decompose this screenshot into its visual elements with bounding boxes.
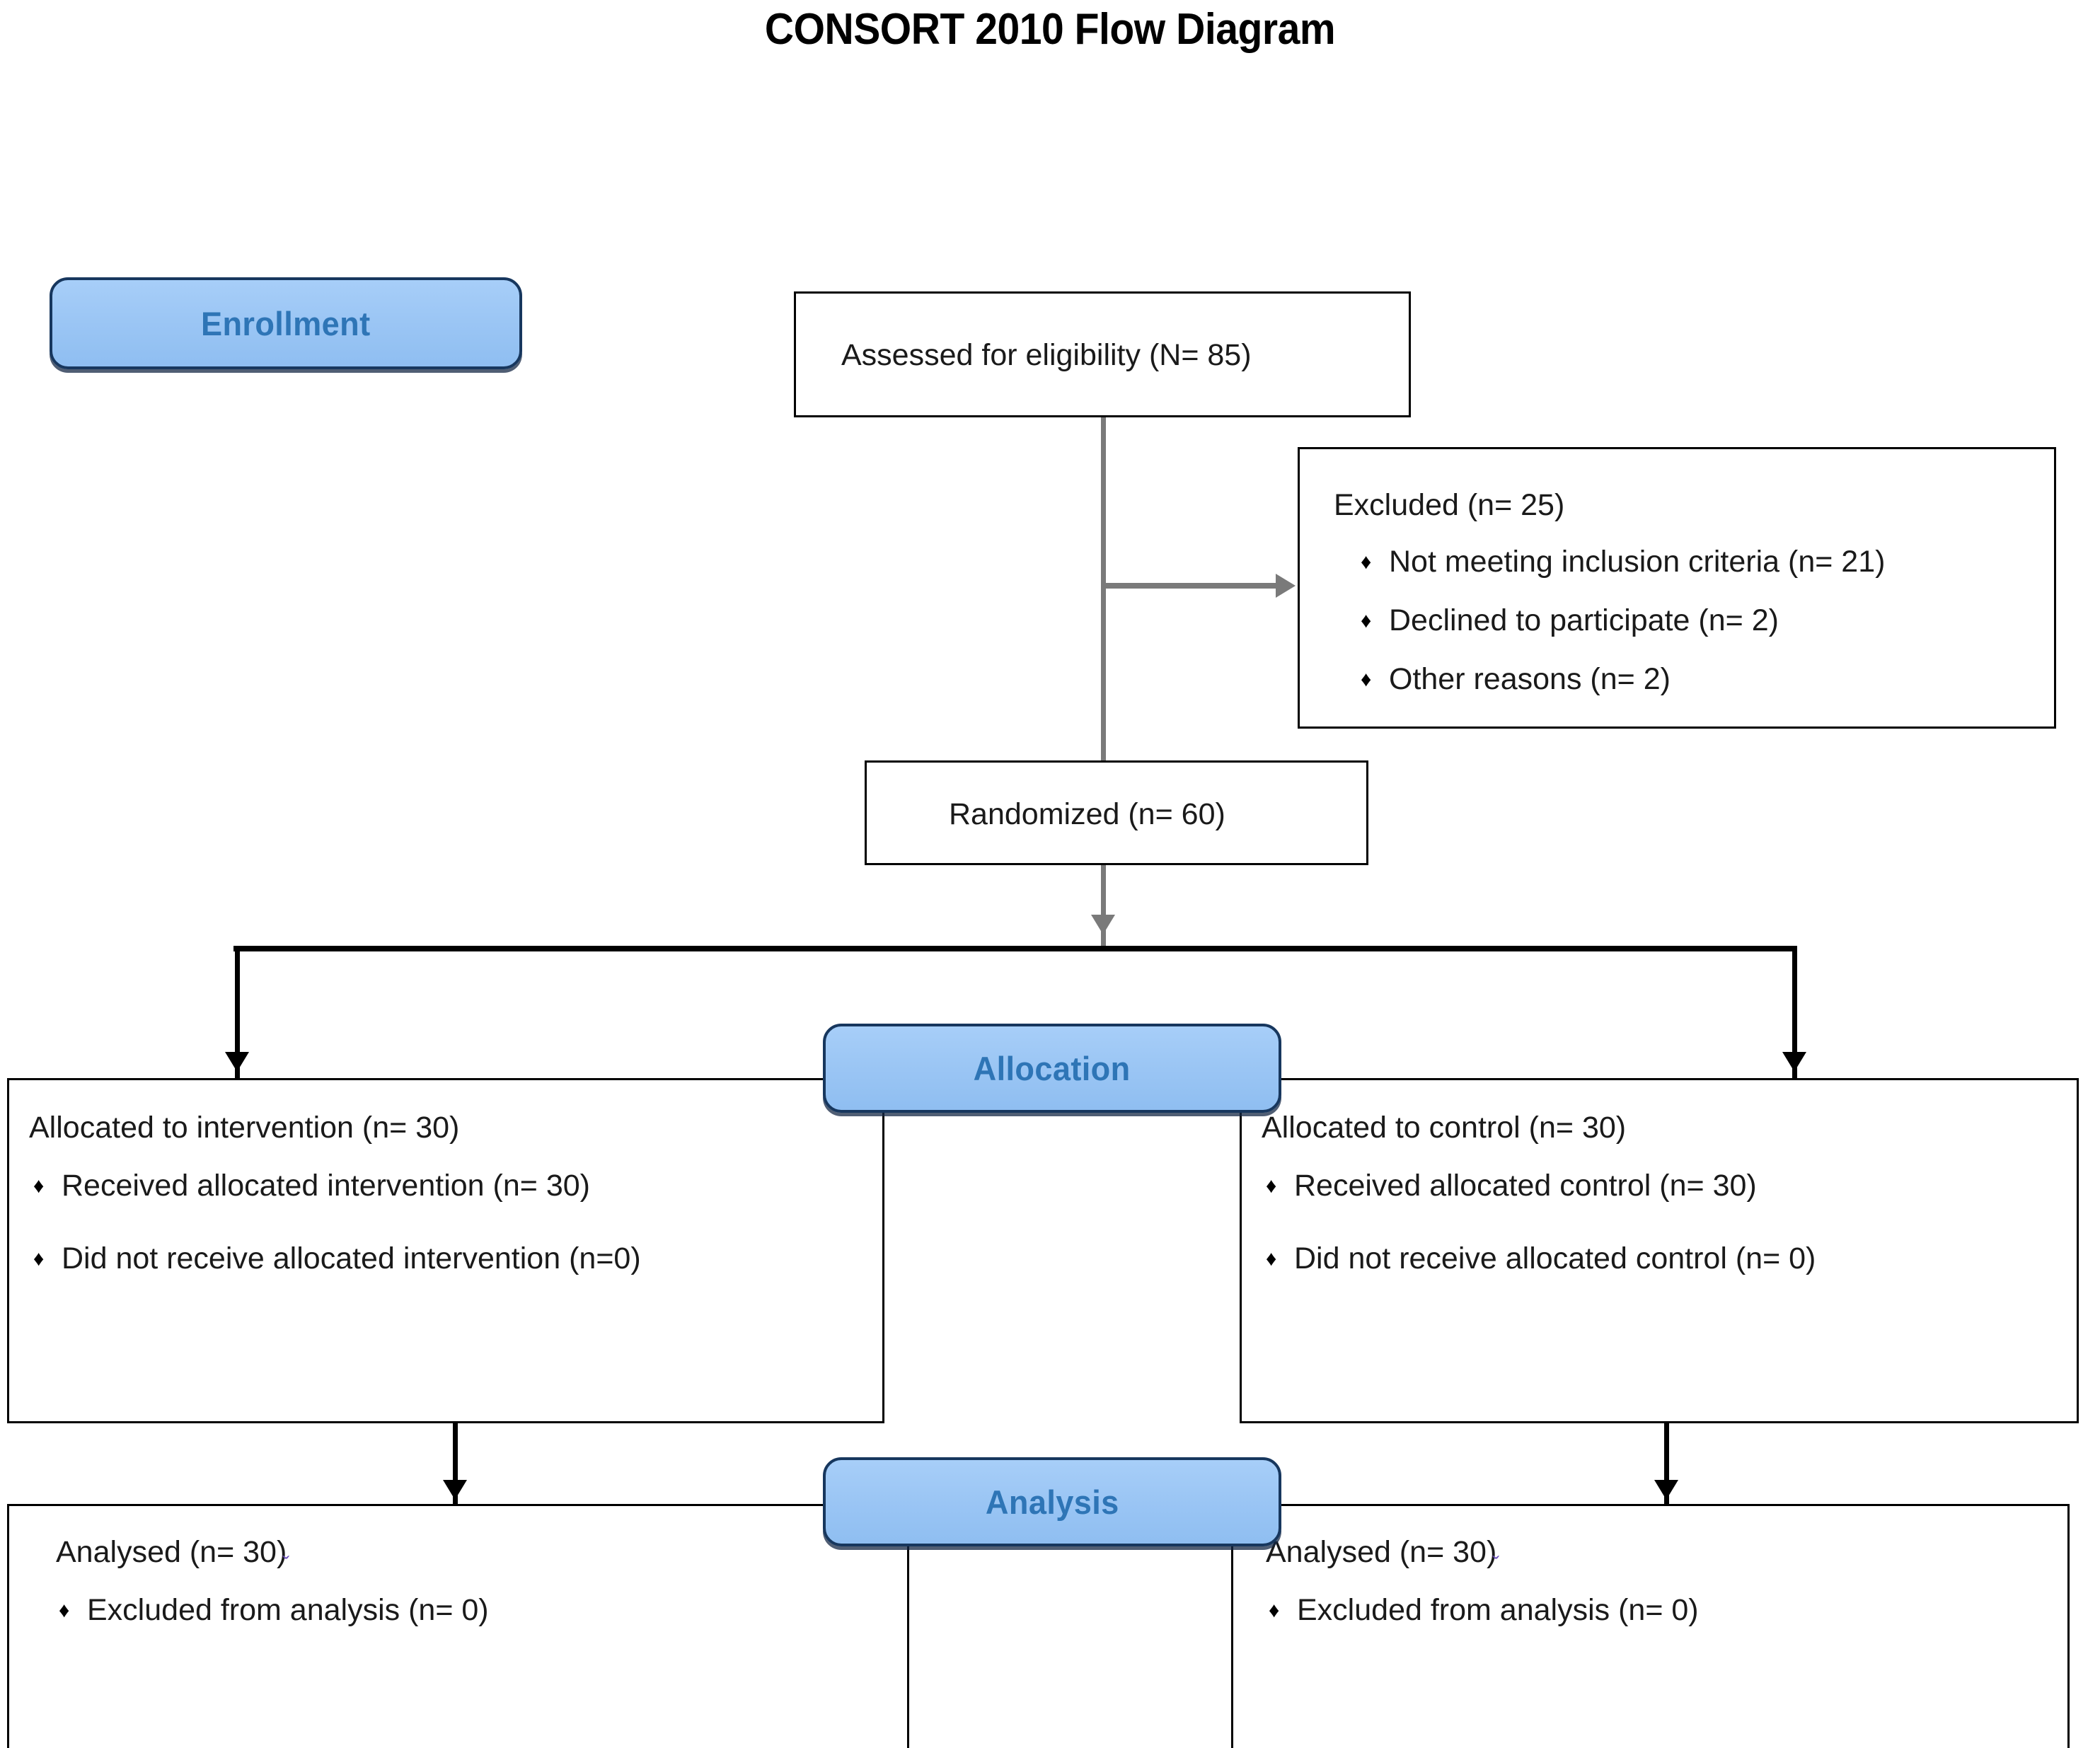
connector-split-to-intervention [235, 946, 240, 1080]
connector-split-to-control [1792, 946, 1797, 1080]
list-item: ♦ Did not receive allocated intervention… [30, 1244, 641, 1274]
stage-badge-enrollment: Enrollment [50, 277, 522, 369]
node-analysed-control: Analysed (n= 30)ˇ ♦ Excluded from analys… [1231, 1504, 2070, 1748]
connector-control-to-analysis-arrowhead [1654, 1480, 1678, 1500]
connector-intervention-to-analysis [453, 1423, 458, 1508]
list-item-label: Did not receive allocated control (n= 0) [1294, 1241, 1816, 1275]
spellcheck-artifact-mark: ˇ [282, 1552, 290, 1576]
node-allocated-intervention: Allocated to intervention (n= 30) ♦ Rece… [7, 1078, 884, 1423]
spellcheck-artifact-mark: ˇ [1492, 1552, 1500, 1576]
node-analysed-intervention-heading-label: Analysed (n= 30) [56, 1535, 287, 1569]
page-title: CONSORT 2010 Flow Diagram [764, 5, 1336, 54]
list-item-label: Excluded from analysis (n= 0) [87, 1593, 489, 1627]
list-item-label: Not meeting inclusion criteria (n= 21) [1389, 545, 1886, 579]
connector-intervention-to-analysis-arrowhead [443, 1480, 467, 1500]
list-item-label: Excluded from analysis (n= 0) [1297, 1593, 1699, 1627]
list-item: ♦ Did not receive allocated control (n= … [1263, 1244, 1816, 1274]
node-analysed-control-list: ♦ Excluded from analysis (n= 0) [1266, 1595, 1699, 1626]
connector-randomized-to-split [1101, 865, 1106, 947]
list-item: ♦ Declined to participate (n= 2) [1358, 606, 1885, 636]
stage-badge-enrollment-label: Enrollment [201, 304, 371, 342]
node-allocated-control: Allocated to control (n= 30) ♦ Received … [1240, 1078, 2079, 1423]
connector-assessed-to-randomized [1101, 417, 1106, 760]
stage-badge-analysis-label: Analysis [985, 1483, 1119, 1521]
list-item-label: Declined to participate (n= 2) [1389, 603, 1779, 637]
diamond-bullet-icon: ♦ [33, 1174, 45, 1198]
node-randomized: Randomized (n= 60) [865, 760, 1368, 865]
stage-badge-analysis: Analysis [823, 1457, 1281, 1546]
node-randomized-text: Randomized (n= 60) [949, 797, 1225, 831]
node-analysed-intervention-list: ♦ Excluded from analysis (n= 0) [56, 1595, 489, 1626]
diamond-bullet-icon: ♦ [1266, 1174, 1277, 1198]
diamond-bullet-icon: ♦ [1361, 608, 1372, 632]
node-assessed-text: Assessed for eligibility (N= 85) [841, 338, 1252, 372]
node-analysed-control-heading: Analysed (n= 30)ˇ [1266, 1537, 1499, 1575]
list-item: ♦ Received allocated control (n= 30) [1263, 1171, 1816, 1201]
connector-split-to-control-arrowhead [1782, 1052, 1806, 1072]
connector-to-excluded-line [1101, 583, 1278, 589]
list-item: ♦ Excluded from analysis (n= 0) [56, 1595, 489, 1626]
node-allocated-intervention-list: ♦ Received allocated intervention (n= 30… [30, 1171, 641, 1274]
connector-to-excluded-arrow [1276, 574, 1296, 598]
node-excluded: Excluded (n= 25) ♦ Not meeting inclusion… [1298, 447, 2056, 729]
diamond-bullet-icon: ♦ [1269, 1598, 1280, 1622]
list-item-label: Received allocated control (n= 30) [1294, 1169, 1757, 1203]
connector-randomized-arrowhead [1091, 915, 1115, 934]
connector-control-to-analysis [1664, 1423, 1669, 1508]
node-analysed-intervention: Analysed (n= 30)ˇ ♦ Excluded from analys… [7, 1504, 909, 1748]
list-item: ♦ Excluded from analysis (n= 0) [1266, 1595, 1699, 1626]
list-item-label: Other reasons (n= 2) [1389, 662, 1671, 696]
list-item: ♦ Not meeting inclusion criteria (n= 21) [1358, 547, 1885, 577]
diamond-bullet-icon: ♦ [1361, 667, 1372, 691]
diamond-bullet-icon: ♦ [1266, 1246, 1277, 1271]
node-excluded-heading: Excluded (n= 25) [1334, 488, 1565, 522]
node-allocated-intervention-heading: Allocated to intervention (n= 30) [29, 1111, 460, 1145]
node-allocated-control-list: ♦ Received allocated control (n= 30) ♦ D… [1263, 1171, 1816, 1274]
stage-badge-allocation: Allocation [823, 1024, 1281, 1113]
list-item-label: Received allocated intervention (n= 30) [62, 1169, 590, 1203]
diamond-bullet-icon: ♦ [33, 1246, 45, 1271]
node-excluded-list: ♦ Not meeting inclusion criteria (n= 21)… [1358, 547, 1885, 695]
node-analysed-control-heading-label: Analysed (n= 30) [1266, 1535, 1497, 1569]
connector-split-to-intervention-arrowhead [225, 1052, 249, 1072]
diamond-bullet-icon: ♦ [1361, 550, 1372, 574]
node-allocated-control-heading: Allocated to control (n= 30) [1262, 1111, 1627, 1145]
list-item: ♦ Other reasons (n= 2) [1358, 664, 1885, 695]
list-item: ♦ Received allocated intervention (n= 30… [30, 1171, 641, 1201]
list-item-label: Did not receive allocated intervention (… [62, 1241, 641, 1275]
diamond-bullet-icon: ♦ [59, 1598, 70, 1622]
node-assessed-for-eligibility: Assessed for eligibility (N= 85) [794, 291, 1411, 417]
node-analysed-intervention-heading: Analysed (n= 30)ˇ [56, 1537, 289, 1575]
stage-badge-allocation-label: Allocation [974, 1049, 1131, 1087]
connector-allocation-split-bar [233, 946, 1797, 951]
